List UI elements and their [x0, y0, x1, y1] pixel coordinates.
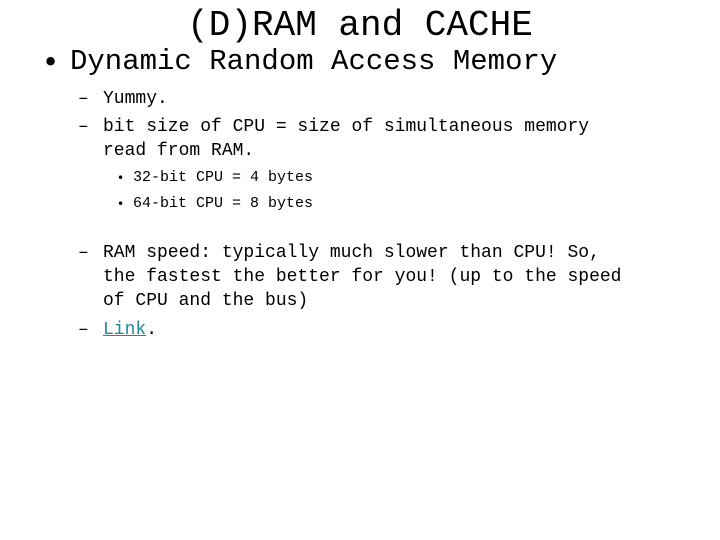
list-item-text-line-2: the fastest the better for you! (up to t… [103, 267, 622, 287]
slide-title: (D)RAM and CACHE [187, 5, 533, 46]
list-item-text: Yummy. [103, 89, 168, 109]
list-item-link-wrap: Link. [103, 318, 157, 342]
list-item-text-line-1: RAM speed: typically much slower than CP… [103, 243, 600, 263]
dash-icon: – [78, 117, 89, 137]
list-item-text-line-3: of CPU and the bus) [103, 291, 309, 311]
bullet-icon: • [117, 171, 125, 185]
sub-list-item-text: 32-bit CPU = 4 bytes [133, 169, 314, 186]
list-item-text-line-2: read from RAM. [103, 141, 255, 161]
dash-icon: – [78, 89, 89, 109]
link-trailing-period: . [146, 320, 158, 340]
bullet-icon: • [42, 45, 60, 79]
heading-text: Dynamic Random Access Memory [70, 45, 558, 78]
dash-icon: – [78, 243, 89, 263]
dash-icon: – [78, 320, 89, 340]
sub-list-item-text: 64-bit CPU = 8 bytes [133, 195, 314, 212]
list-item-text-line-1: bit size of CPU = size of simultaneous m… [103, 117, 590, 137]
bullet-icon: • [117, 197, 125, 211]
link[interactable]: Link [103, 320, 147, 340]
